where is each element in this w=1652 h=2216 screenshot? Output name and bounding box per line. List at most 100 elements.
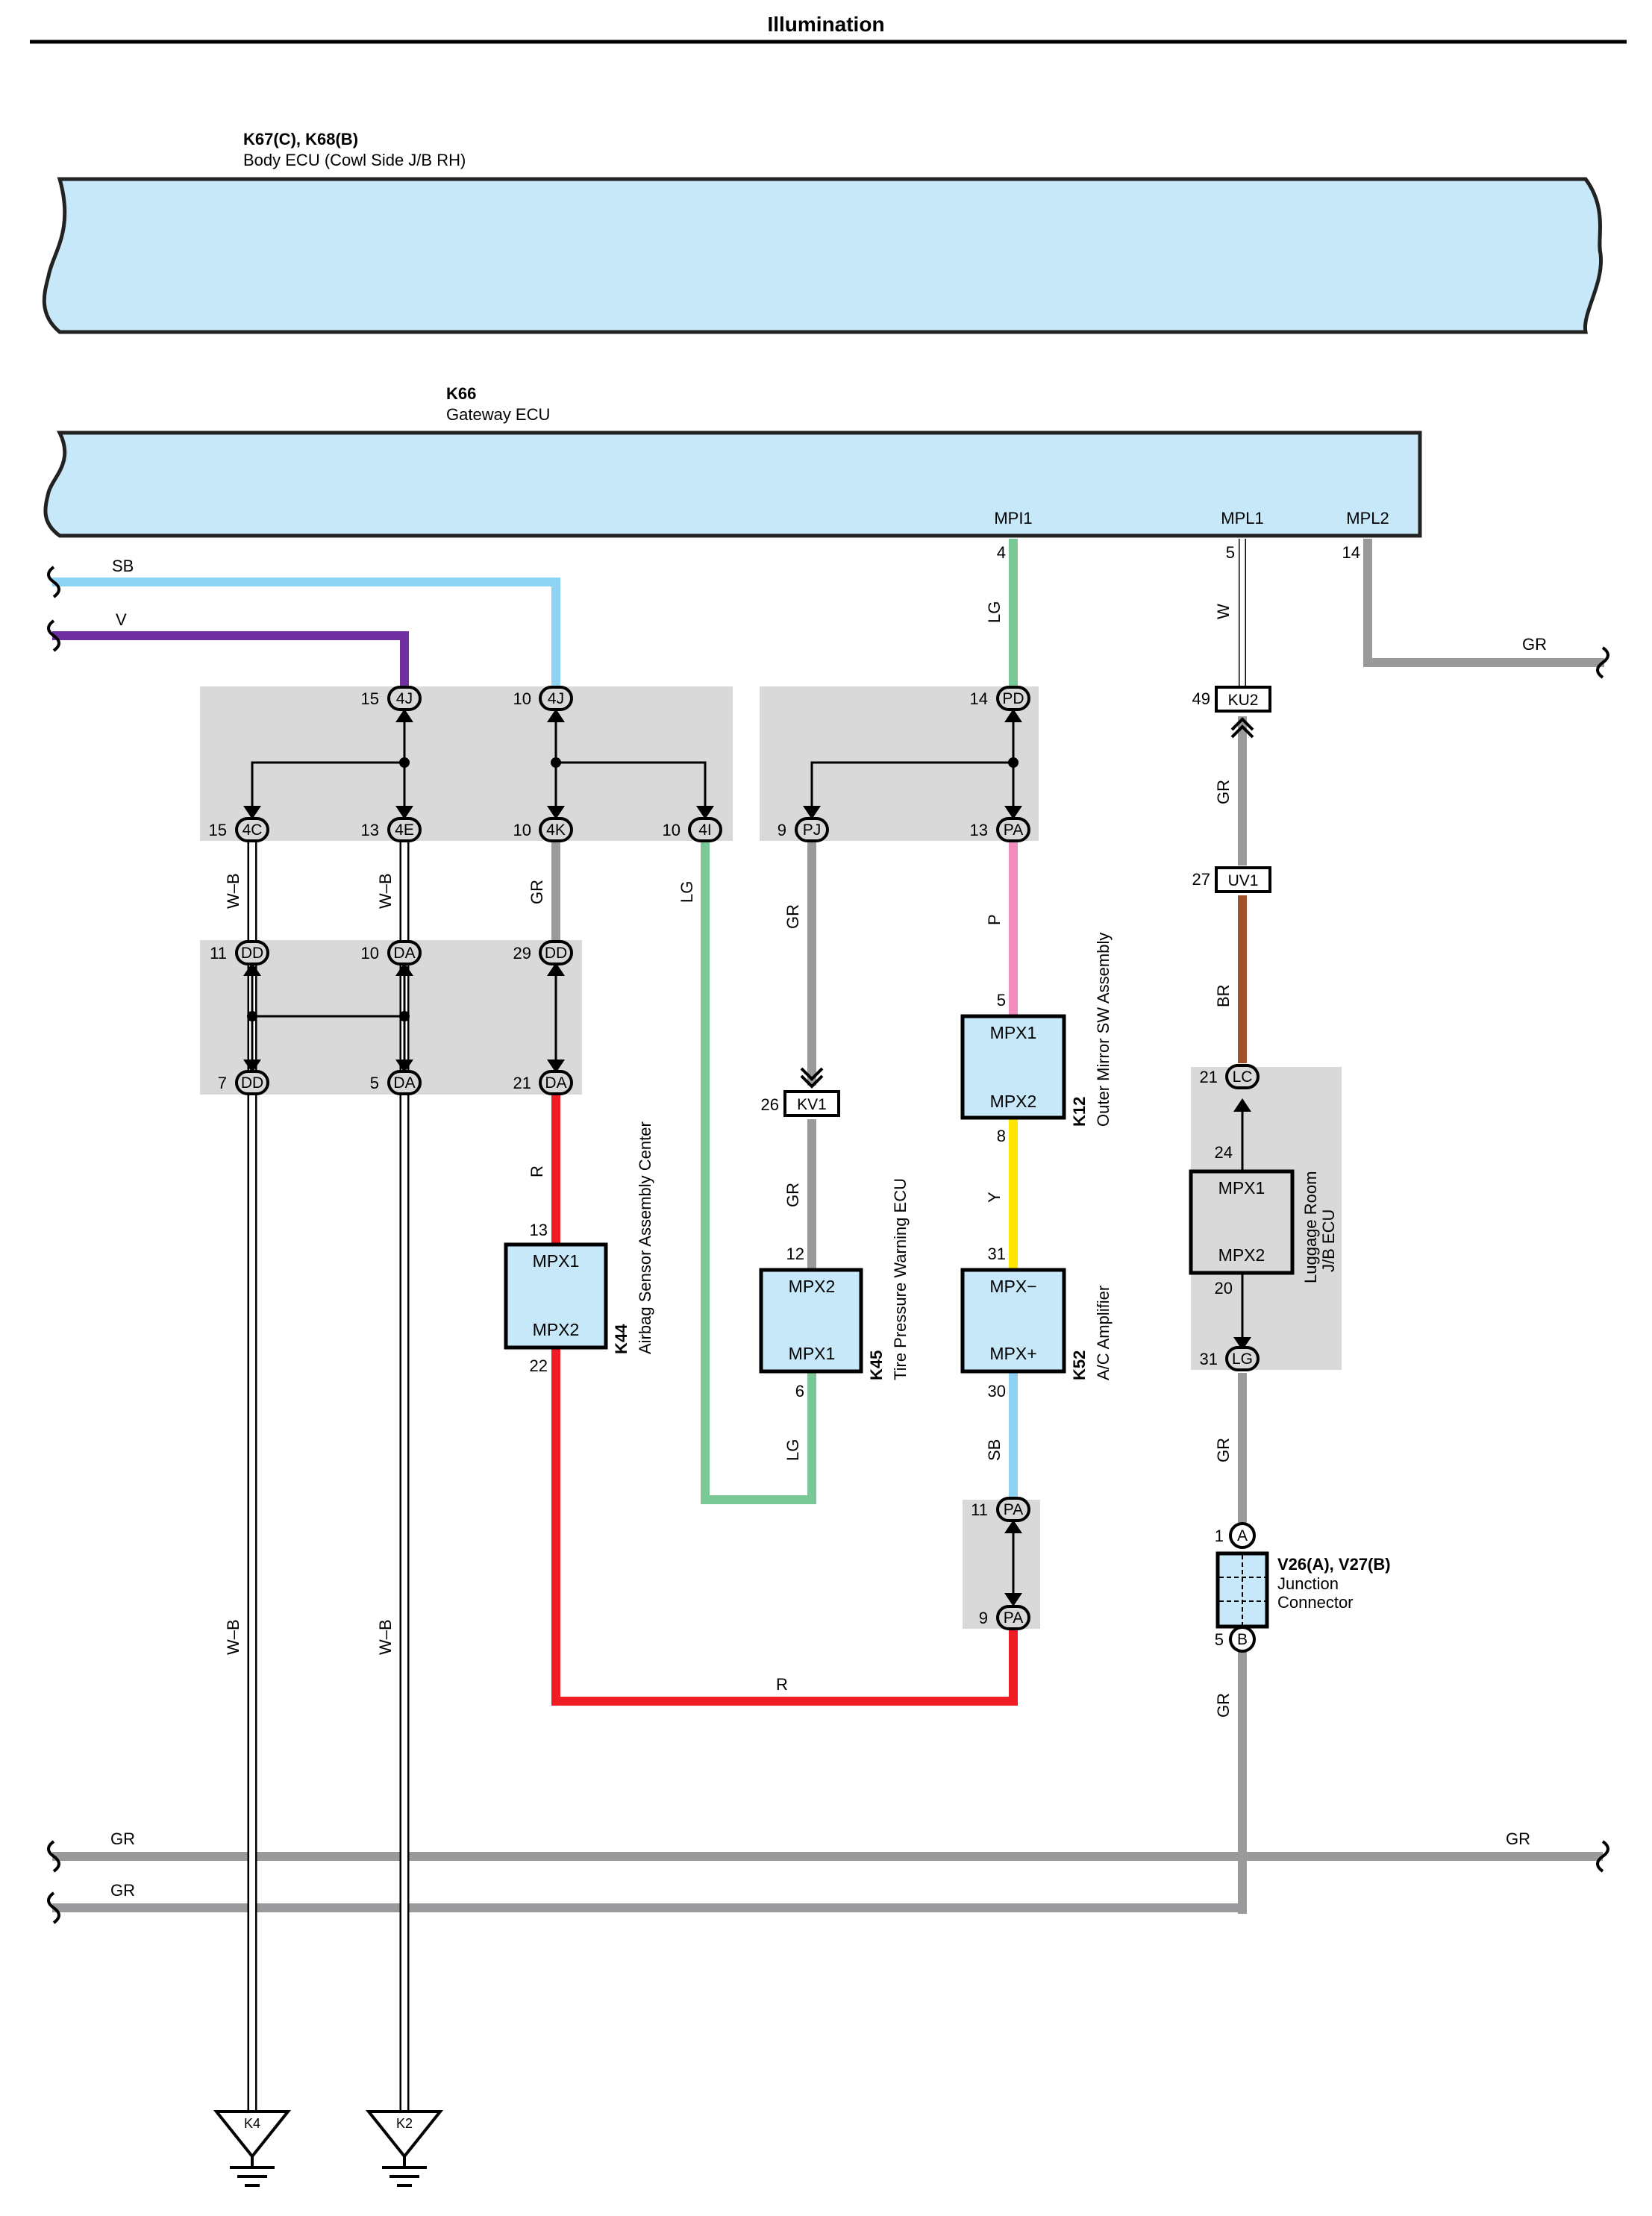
wire-label: W–B xyxy=(376,873,395,909)
connector-4i: 4I xyxy=(698,821,712,839)
wire-label: R xyxy=(528,1165,546,1177)
k52-mpx-plus: MPX+ xyxy=(989,1344,1036,1363)
wire-label: GR xyxy=(110,1881,135,1900)
k12-mpx2: MPX2 xyxy=(990,1092,1037,1111)
connector-4j: 4J xyxy=(396,690,413,707)
k45-name: Tire Pressure Warning ECU xyxy=(891,1178,910,1380)
pin-number: 7 xyxy=(218,1074,227,1092)
wire-label: V xyxy=(116,610,127,629)
pin-number: 8 xyxy=(997,1127,1006,1145)
bus-gr xyxy=(52,1852,1247,1912)
wire-label: GR xyxy=(783,1183,802,1207)
junction-code: V26(A), V27(B) xyxy=(1277,1555,1391,1574)
k44-mpx2: MPX2 xyxy=(533,1320,580,1339)
wire-label: SB xyxy=(985,1439,1004,1461)
pin-number: 31 xyxy=(1200,1350,1218,1368)
k44-code: K44 xyxy=(612,1324,631,1354)
connector-pj: PJ xyxy=(803,821,822,839)
k45-code: K45 xyxy=(867,1350,886,1380)
wire-label: GR xyxy=(1214,1438,1233,1462)
connector-da: DA xyxy=(545,1074,566,1092)
pin-number: 14 xyxy=(1342,543,1360,562)
pin-number: 1 xyxy=(1215,1527,1224,1545)
connector-pa: PA xyxy=(1004,821,1023,839)
connector-4j: 4J xyxy=(548,690,564,707)
pin-number: 29 xyxy=(513,944,531,963)
junction-grid xyxy=(1219,1555,1265,1625)
connector-b: B xyxy=(1237,1631,1248,1648)
pin-number: 49 xyxy=(1192,689,1210,708)
wire-label: Y xyxy=(985,1192,1004,1203)
connector-4c: 4C xyxy=(243,821,263,839)
ground-label: K4 xyxy=(244,2116,260,2131)
k12-code: K12 xyxy=(1070,1097,1089,1127)
wire-label: R xyxy=(776,1675,788,1694)
pin-number: 10 xyxy=(663,821,680,839)
wire-label: SB xyxy=(112,557,134,575)
pin-number: 5 xyxy=(1215,1630,1224,1649)
junction-name: Junction xyxy=(1277,1574,1339,1593)
body-ecu-name: Body ECU (Cowl Side J/B RH) xyxy=(243,151,466,169)
terminal-mpl1: MPL1 xyxy=(1221,509,1263,528)
connector-circles xyxy=(1229,1522,1256,1653)
arrowheads xyxy=(243,709,1251,1606)
k52-mpx-minus: MPX− xyxy=(989,1277,1036,1296)
pin-number: 27 xyxy=(1192,870,1210,889)
wire-label: W–B xyxy=(376,1619,395,1655)
wire-v xyxy=(52,631,409,698)
k12-name: Outer Mirror SW Assembly xyxy=(1094,933,1113,1127)
luggage-mpx1: MPX1 xyxy=(1218,1178,1265,1198)
pin-number: 12 xyxy=(786,1245,804,1263)
wire-label: GR xyxy=(783,904,802,929)
connector-kv1: KV1 xyxy=(797,1096,827,1113)
page-title: Illumination xyxy=(767,13,884,36)
junction-dots xyxy=(247,757,1019,1021)
pin-number: 31 xyxy=(988,1245,1006,1263)
connector-lg: LG xyxy=(1232,1350,1253,1368)
pin-number: 11 xyxy=(210,944,227,963)
connector-ku2: KU2 xyxy=(1228,692,1259,709)
k44-mpx1: MPX1 xyxy=(533,1251,580,1271)
connector-da: DA xyxy=(393,945,415,962)
wire-lg xyxy=(701,839,816,1504)
luggage-name: Luggage Room xyxy=(1301,1171,1320,1283)
pin-number: 14 xyxy=(970,689,988,708)
connector-4k: 4K xyxy=(546,821,566,839)
wire-label: LG xyxy=(783,1439,802,1461)
k45-box xyxy=(759,1268,863,1374)
wire-wb-pair-overlay xyxy=(247,1843,410,1925)
connector-pa: PA xyxy=(1004,1609,1023,1627)
connector-4e: 4E xyxy=(395,821,414,839)
connector-da: DA xyxy=(393,1074,415,1092)
wire-label: BR xyxy=(1214,984,1233,1007)
wire-label: GR xyxy=(1214,1693,1233,1718)
wire-label: LG xyxy=(678,881,696,903)
gateway-ecu-code: K66 xyxy=(446,384,476,403)
k12-mpx1: MPX1 xyxy=(990,1023,1037,1042)
pin-number: 21 xyxy=(513,1074,531,1092)
pin-number: 11 xyxy=(971,1500,988,1519)
luggage-jb-box xyxy=(1189,1169,1295,1275)
pin-number: 5 xyxy=(370,1074,379,1092)
connector-dd: DD xyxy=(545,945,567,962)
wire-r-loop xyxy=(551,1347,1018,1706)
pin-number: 13 xyxy=(970,821,988,839)
pin-number: 26 xyxy=(761,1095,779,1114)
wire-label: GR xyxy=(528,880,546,904)
pin-number: 9 xyxy=(777,821,786,839)
terminal-mpi1: MPI1 xyxy=(994,509,1032,528)
k12-box xyxy=(960,1014,1066,1120)
ground-k4: K4 xyxy=(213,2110,292,2187)
wire-gr xyxy=(1363,539,1604,667)
k45-mpx2: MPX2 xyxy=(789,1277,836,1296)
k44-name: Airbag Sensor Assembly Center xyxy=(636,1121,654,1354)
pin-number: 9 xyxy=(979,1609,988,1627)
wire-label: W xyxy=(1214,604,1233,619)
pin-number: 6 xyxy=(795,1382,804,1400)
pin-number: 10 xyxy=(513,689,531,708)
luggage-mpx2: MPX2 xyxy=(1218,1245,1265,1265)
luggage-name: J/B ECU xyxy=(1319,1209,1338,1272)
k44-box xyxy=(504,1242,608,1350)
connector-pa: PA xyxy=(1004,1501,1023,1518)
